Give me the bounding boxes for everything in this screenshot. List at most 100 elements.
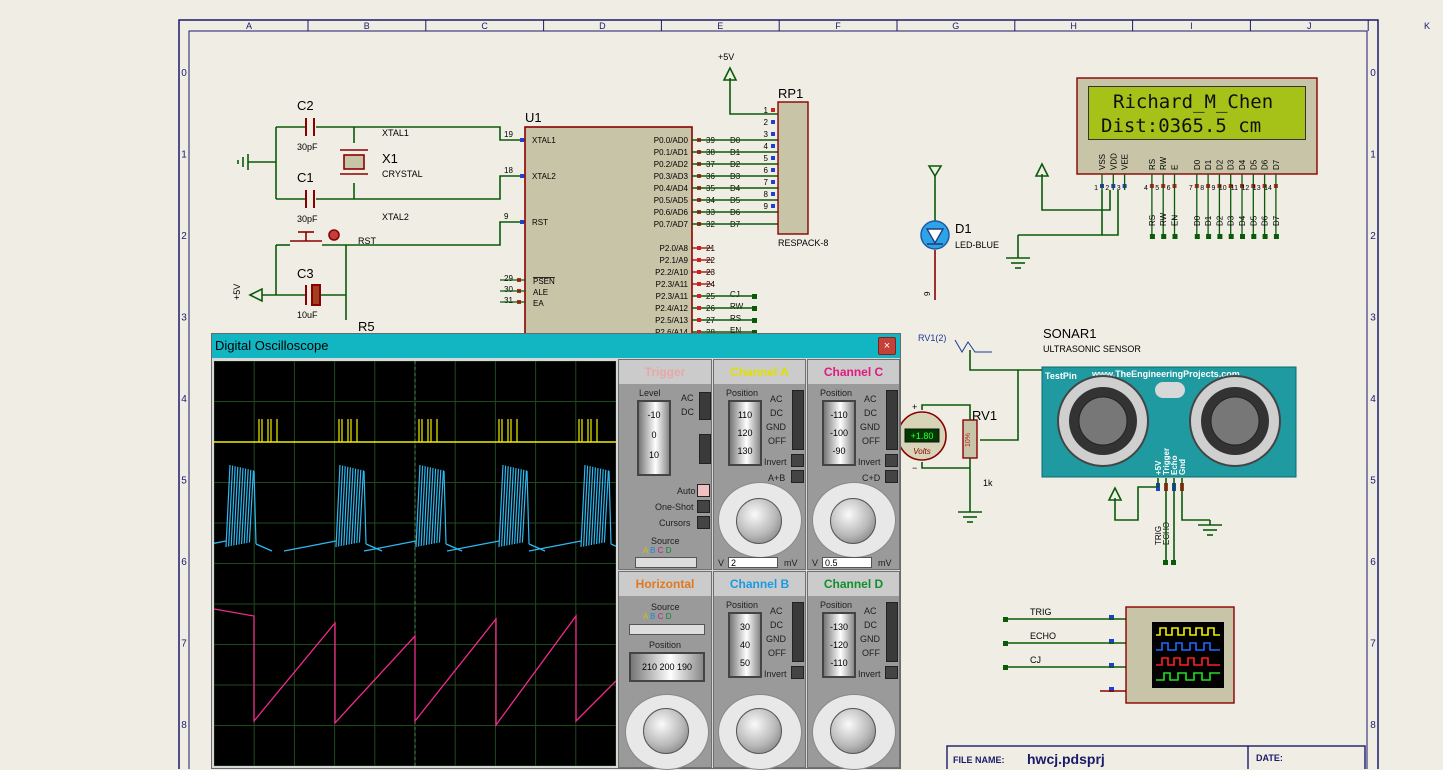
auto-button[interactable] xyxy=(697,484,710,497)
u1-pin-num: 31 xyxy=(504,296,513,305)
rp1-ref: RP1 xyxy=(778,86,803,101)
column-label: F xyxy=(835,21,841,31)
wires-rv1 xyxy=(921,404,971,512)
oscilloscope-title-bar[interactable]: Digital Oscilloscope × xyxy=(212,334,900,358)
one-shot-button[interactable] xyxy=(697,500,710,513)
channel-b-invert-button[interactable] xyxy=(791,666,804,679)
channel-c-volts-field[interactable]: 0.5 xyxy=(822,557,872,568)
row-label-right: 5 xyxy=(1370,476,1376,487)
rp1-respack[interactable] xyxy=(777,101,809,235)
channel-c-cd-button[interactable] xyxy=(885,470,898,483)
c2-value: 30pF xyxy=(297,142,318,152)
channel-c-invert-button[interactable] xyxy=(885,454,898,467)
column-label: B xyxy=(364,21,370,31)
trigger-level-drum[interactable]: -10 0 10 xyxy=(637,400,671,476)
trigger-source-slider[interactable] xyxy=(635,557,697,568)
channel-a-volts-knob[interactable] xyxy=(736,498,782,544)
rp1-pin-num: 7 xyxy=(764,178,769,187)
file-name-label: FILE NAME: xyxy=(953,755,1005,765)
scope-screen[interactable] xyxy=(214,361,616,766)
u1-p2-net: RW xyxy=(730,302,744,311)
horizontal-source-slider[interactable] xyxy=(629,624,705,635)
channel-a-dc: DC xyxy=(770,408,783,418)
x1-value: CRYSTAL xyxy=(382,169,423,179)
lcd-pin-name: RW xyxy=(1159,156,1168,170)
lcd-pin-num: 14 xyxy=(1264,185,1272,192)
channel-c-coupling-switch[interactable] xyxy=(886,390,898,450)
channel-a-invert-button[interactable] xyxy=(791,454,804,467)
u1-pin-num: 30 xyxy=(504,285,513,294)
lcd-pin-name: VDD xyxy=(1109,153,1118,170)
sonar-value: ULTRASONIC SENSOR xyxy=(1043,344,1141,354)
channel-d-position-drum[interactable]: -130 -120 -110 xyxy=(822,612,856,678)
ground-symbol-rv1 xyxy=(958,511,982,523)
lcd-pin-name: RS xyxy=(1148,159,1157,170)
rst-net-label: RST xyxy=(358,236,377,246)
channel-a-title: Channel A xyxy=(714,360,805,384)
rp1-pin-num: 1 xyxy=(764,106,769,115)
channel-b-position-drum[interactable]: 30 40 50 xyxy=(728,612,762,678)
channel-c-tick-3: -90 xyxy=(832,446,846,456)
lcd-pin-num: 8 xyxy=(1200,185,1204,192)
trigger-coupling-switch[interactable] xyxy=(699,392,711,420)
channel-a-coupling-switch[interactable] xyxy=(792,390,804,450)
vcc-arrow-lcd xyxy=(1034,162,1050,177)
lcd-pin-num: 3 xyxy=(1117,185,1121,192)
cursors-button[interactable] xyxy=(697,516,710,529)
sonar-ref: SONAR1 xyxy=(1043,326,1096,341)
channel-d-tick-1: -130 xyxy=(829,622,848,632)
column-label: D xyxy=(599,21,606,31)
u1-pin-num: 18 xyxy=(504,166,513,175)
channel-c-position-drum[interactable]: -110 -100 -90 xyxy=(822,400,856,466)
lcd-pin-name: D0 xyxy=(1193,159,1202,170)
channel-a-ab-button[interactable] xyxy=(791,470,804,483)
channel-d-volts-knob[interactable] xyxy=(830,708,876,754)
channel-b-volts-knob[interactable] xyxy=(736,708,782,754)
u1-pin-num: 29 xyxy=(504,274,513,283)
channel-a-position-drum[interactable]: 110 120 130 xyxy=(728,400,762,466)
lcd-pin-num: 1 xyxy=(1094,185,1098,192)
u1-pin-name: RST xyxy=(532,218,548,227)
u1-p2-pin: P2.2/A10 xyxy=(655,268,688,277)
crystal-symbol xyxy=(340,149,368,175)
u1-p0-pin: P0.3/AD3 xyxy=(654,172,689,181)
d1-value: LED-BLUE xyxy=(955,240,999,250)
lcd-pin-name: D6 xyxy=(1261,159,1270,170)
u1-pin-name: XTAL1 xyxy=(532,136,556,145)
title-block xyxy=(946,745,1366,769)
channel-c-position-label: Position xyxy=(820,388,853,398)
horizontal-position-drum[interactable]: 210 200 190 xyxy=(629,652,705,682)
rv1-pct: 10% xyxy=(965,433,972,447)
horizontal-time-knob[interactable] xyxy=(643,708,689,754)
oscilloscope-window[interactable]: Digital Oscilloscope × Trigger Level -10… xyxy=(211,333,901,770)
u1-p2-pin: P2.5/A13 xyxy=(655,316,688,325)
close-button[interactable]: × xyxy=(878,337,896,355)
channel-d-coupling-switch[interactable] xyxy=(886,602,898,662)
trigger-edge-switch[interactable] xyxy=(699,434,711,464)
lcd-pins: VSS1VDD2VEE3RS4RSRW5RWE6END07D0D18D1D29D… xyxy=(1094,153,1281,239)
row-label-left: 2 xyxy=(181,231,187,242)
row-label-left: 5 xyxy=(181,476,187,487)
row-label-right: 1 xyxy=(1370,150,1376,161)
lcd-net-label: D3 xyxy=(1227,215,1236,226)
channel-c-v-label: V xyxy=(812,558,819,568)
channel-a-volts-field[interactable]: 2 xyxy=(728,557,778,568)
lcd-pin-num: 6 xyxy=(1167,185,1171,192)
row-label-left: 0 xyxy=(181,68,187,79)
d1-led[interactable] xyxy=(920,165,950,300)
channel-c-volts-knob[interactable] xyxy=(830,498,876,544)
channel-d-invert-button[interactable] xyxy=(885,666,898,679)
u1-p2-net: RS xyxy=(730,314,741,323)
horizontal-tick-1: 210 xyxy=(641,662,657,672)
lcd-net-label: RS xyxy=(1148,215,1157,226)
channel-b-dc: DC xyxy=(770,620,783,630)
column-label: G xyxy=(952,21,959,31)
channel-a-position-label: Position xyxy=(726,388,759,398)
row-label-left: 7 xyxy=(181,639,187,650)
sonar-testpin: TestPin xyxy=(1045,371,1077,381)
rv1-ref2: RV1(2) xyxy=(918,333,946,343)
channel-b-coupling-switch[interactable] xyxy=(792,602,804,662)
